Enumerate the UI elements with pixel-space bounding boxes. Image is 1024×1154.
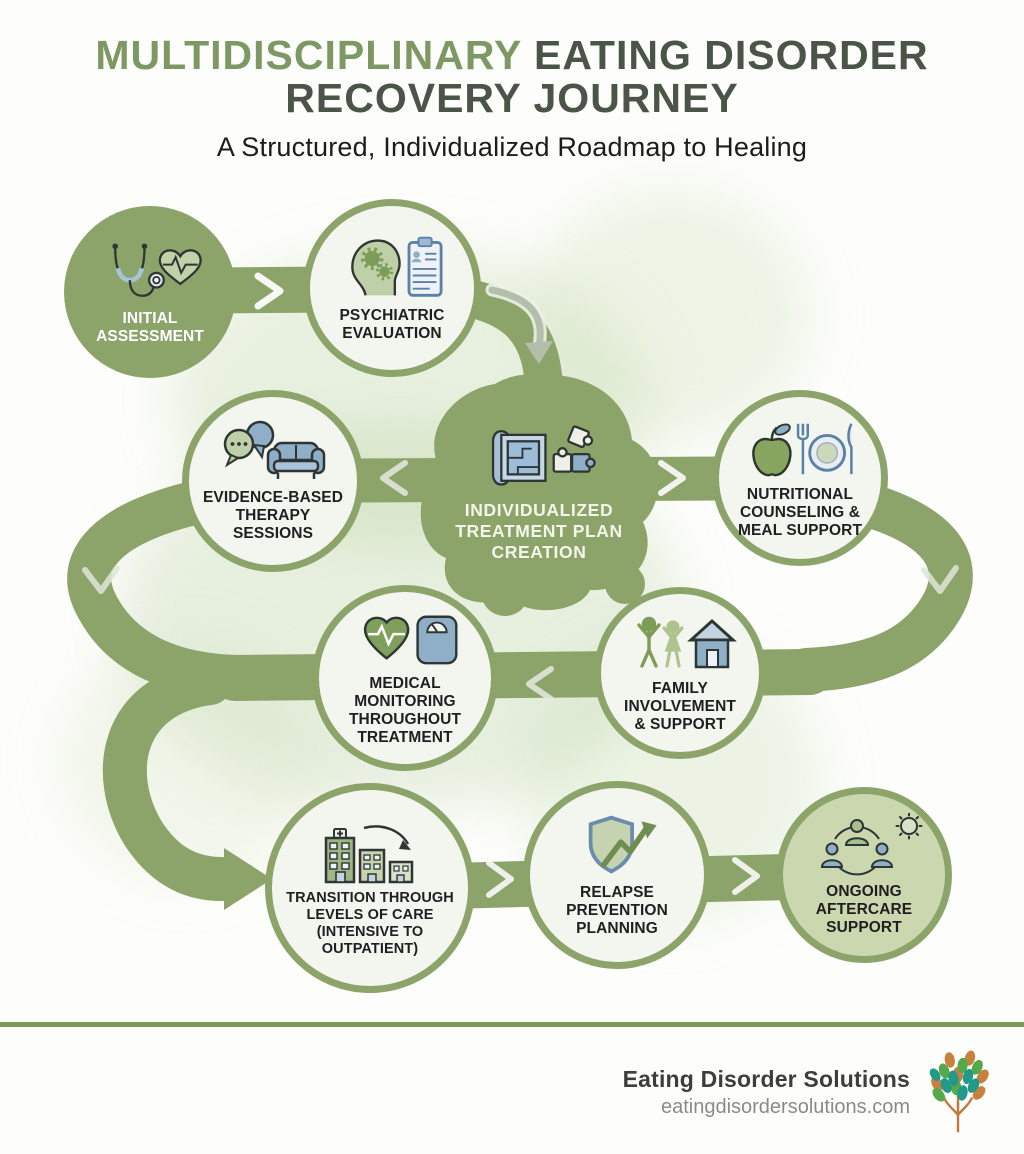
footer-divider (0, 1022, 1024, 1027)
node-medical-monitoring: MEDICAL MONITORING THROUGHOUT TREATMENT (312, 585, 498, 771)
buildings-step-down-icon (324, 825, 414, 884)
support-circle-sun-icon (820, 813, 923, 876)
node-label: EVIDENCE-BASED THERAPY SESSIONS (202, 489, 344, 542)
footer-text: Eating Disorder Solutions eatingdisorder… (623, 1066, 910, 1119)
node-label: INITIAL ASSESSMENT (96, 310, 204, 345)
node-label: TRANSITION THROUGH LEVELS OF CARE (INTEN… (286, 890, 454, 957)
big-curved-right-arrow-icon (224, 848, 272, 910)
node-family-involvement: FAMILY INVOLVEMENT & SUPPORT (594, 587, 766, 759)
node-label: FAMILY INVOLVEMENT & SUPPORT (624, 680, 736, 733)
node-transition-levels-of-care: TRANSITION THROUGH LEVELS OF CARE (INTEN… (265, 783, 475, 993)
node-ongoing-aftercare: ONGOING AFTERCARE SUPPORT (776, 787, 952, 963)
chevron-down-icon (921, 565, 959, 594)
title-rest: EATING DISORDER (521, 32, 929, 78)
chevron-right-icon (254, 272, 284, 310)
website-url: eatingdisordersolutions.com (660, 1095, 910, 1118)
node-treatment-plan-creation: INDIVIDUALIZED TREATMENT PLAN CREATION (428, 392, 650, 592)
chevron-right-icon (486, 860, 514, 898)
flow-curve-right (784, 470, 973, 692)
speech-bubbles-couch-icon (223, 420, 326, 480)
shield-growth-arrow-icon (588, 815, 657, 874)
chevron-down-icon (82, 565, 120, 594)
node-label: PSYCHIATRIC EVALUATION (339, 307, 445, 342)
node-label: RELAPSE PREVENTION PLANNING (566, 884, 668, 937)
chevron-left-icon (526, 666, 554, 702)
leaf-tree-logo (929, 1050, 989, 1133)
node-initial-assessment: INITIAL ASSESSMENT (64, 206, 236, 378)
node-evidence-based-therapy: EVIDENCE-BASED THERAPY SESSIONS (182, 390, 364, 572)
blob-bump (605, 564, 645, 604)
node-label: MEDICAL MONITORING THROUGHOUT TREATMENT (348, 675, 462, 746)
node-nutritional-counseling: NUTRITIONAL COUNSELING & MEAL SUPPORT (712, 390, 888, 566)
header: MULTIDISCIPLINARY EATING DISORDER RECOVE… (0, 32, 1024, 163)
page-subtitle: A Structured, Individualized Roadmap to … (216, 132, 808, 163)
node-label: INDIVIDUALIZED TREATMENT PLAN CREATION (455, 499, 623, 562)
apple-plate-cutlery-icon (752, 423, 853, 477)
footer: Eating Disorder Solutions eatingdisorder… (623, 1050, 990, 1134)
chevron-left-icon (380, 460, 408, 496)
blueprint-puzzle-icon (491, 424, 596, 486)
blob-bump (481, 568, 529, 616)
curved-down-arrow-icon (485, 283, 553, 364)
chevron-right-icon (658, 460, 686, 496)
flow-curve-left-upper (67, 468, 290, 699)
node-relapse-prevention: RELAPSE PREVENTION PLANNING (523, 781, 711, 969)
heart-ekg-scale-icon (363, 615, 458, 665)
flow-curve-left-lower (102, 661, 244, 901)
family-house-icon (637, 616, 737, 669)
node-label: NUTRITIONAL COUNSELING & MEAL SUPPORT (737, 486, 863, 539)
page-title: MULTIDISCIPLINARY EATING DISORDER RECOVE… (0, 32, 1024, 122)
title-highlight: MULTIDISCIPLINARY (95, 32, 522, 78)
treatment-plan-blob (420, 374, 659, 611)
node-label: ONGOING AFTERCARE SUPPORT (815, 883, 913, 936)
head-gears-clipboard-icon (351, 236, 443, 297)
node-psychiatric-evaluation: PSYCHIATRIC EVALUATION (303, 199, 481, 377)
chevron-right-icon (732, 857, 760, 895)
brand-name: Eating Disorder Solutions (622, 1065, 910, 1092)
title-line2: RECOVERY JOURNEY (285, 75, 739, 122)
stethoscope-heart-icon (112, 243, 202, 297)
